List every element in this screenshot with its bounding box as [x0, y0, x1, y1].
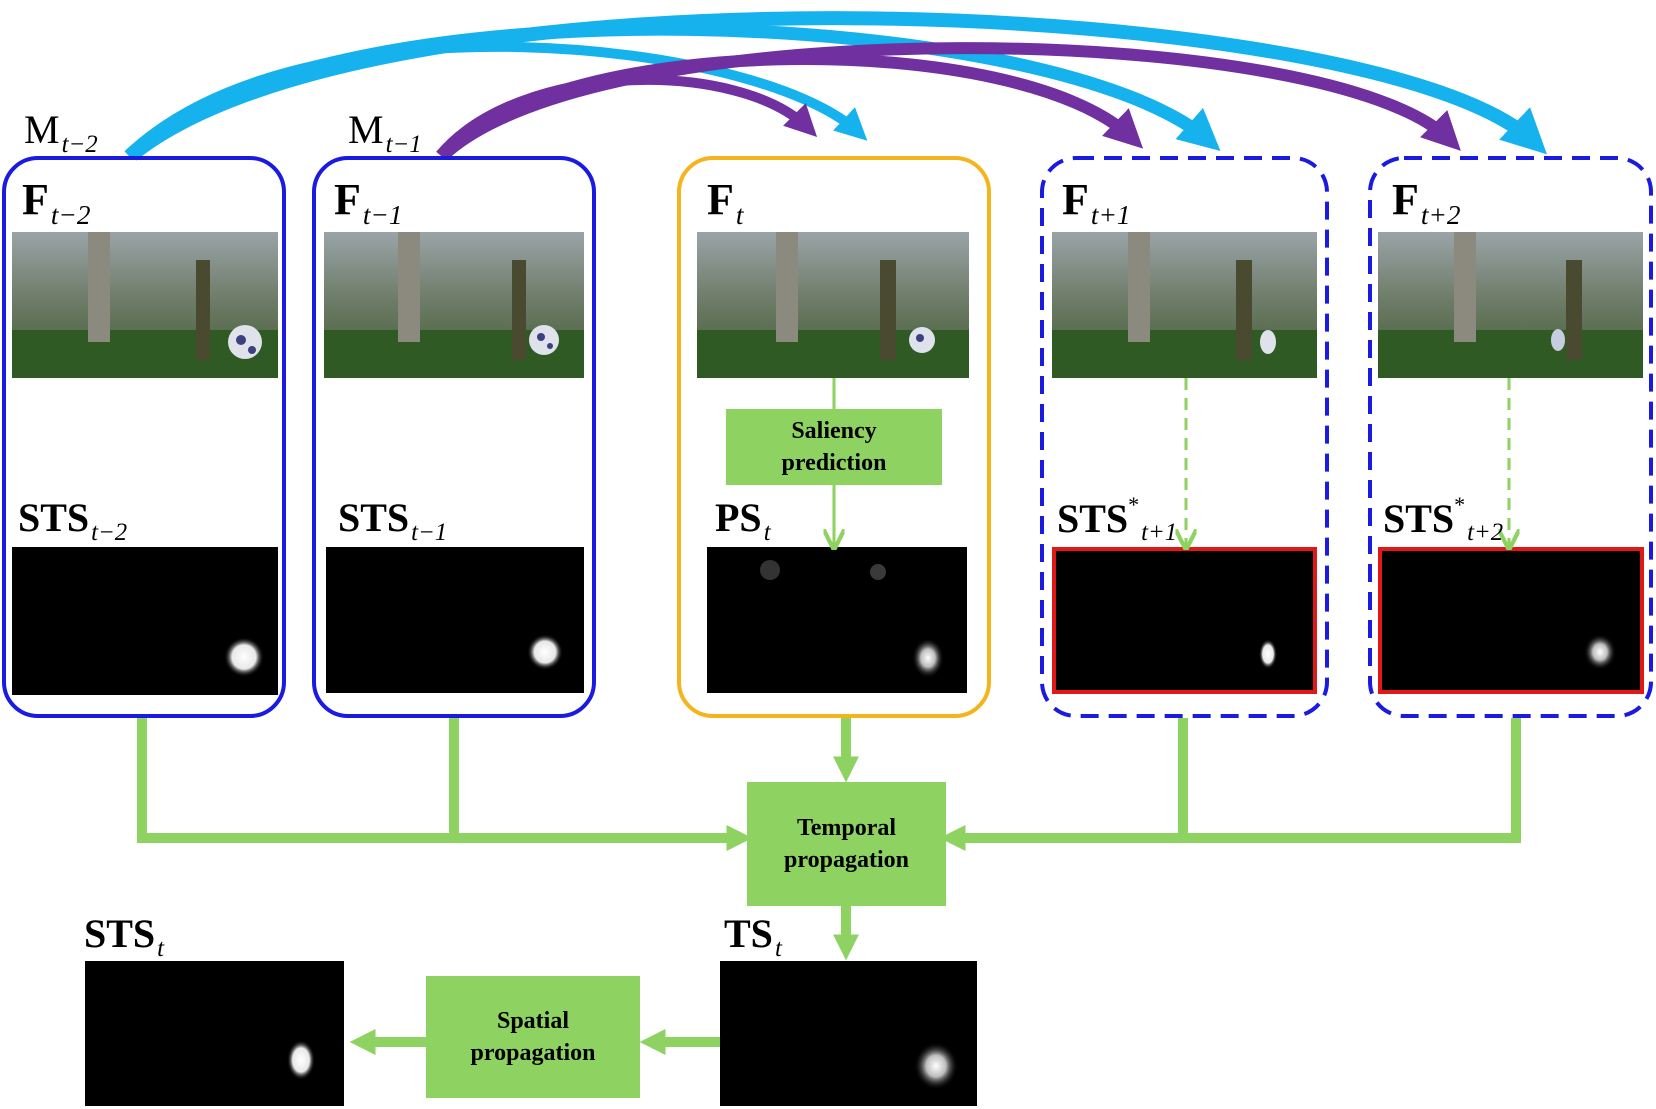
saliency-map-sts-t-plus-1	[1052, 547, 1317, 694]
flow-arrows	[137, 378, 1521, 1055]
saliency-map-ps-t	[707, 547, 967, 693]
label-f-t-plus-1-sub: t+1	[1090, 199, 1131, 230]
label-sts-t-plus-1: STS*t+1	[1057, 494, 1177, 546]
frame-photo-t-minus-1	[324, 232, 584, 378]
spatial-propagation-line2: propagation	[470, 1040, 596, 1066]
label-m-t-minus-1-base: M	[348, 107, 384, 152]
label-sts-t-plus-2-sup: *	[1454, 492, 1466, 517]
label-f-t-sub: t	[735, 199, 744, 230]
label-f-t-minus-1: Ft−1	[334, 178, 403, 229]
label-m-t-minus-2-base: M	[24, 107, 60, 152]
label-f-t-minus-1-base: F	[334, 175, 361, 224]
saliency-map-ts-t	[720, 961, 977, 1106]
frame-photo-t-plus-1	[1052, 232, 1317, 378]
frame-box-t-plus-2	[1368, 156, 1653, 718]
label-f-t-minus-2: Ft−2	[22, 178, 91, 229]
label-sts-t-plus-2-base: STS	[1383, 495, 1455, 541]
frame-box-t	[677, 156, 991, 718]
saliency-map-sts-t-minus-1	[326, 547, 584, 693]
saliency-prediction-box: Saliency prediction	[726, 409, 942, 485]
frame-photo-t	[697, 232, 969, 378]
saliency-prediction-line2: prediction	[781, 450, 887, 476]
saliency-map-sts-t	[85, 961, 344, 1106]
label-sts-t-plus-1-sub: t+1	[1141, 519, 1178, 547]
frame-photo-t-plus-2	[1378, 232, 1643, 378]
label-ps-t: PSt	[715, 498, 771, 545]
label-sts-t-minus-2-sub: t−2	[91, 518, 128, 546]
label-f-t-plus-2-sub: t+2	[1420, 199, 1461, 230]
label-f-t-plus-1-base: F	[1062, 175, 1089, 224]
temporal-propagation-box: Temporal propagation	[747, 782, 946, 906]
label-sts-t: STSt	[84, 914, 164, 961]
label-m-t-minus-1: Mt−1	[348, 110, 422, 157]
label-ts-t-base: TS	[724, 911, 773, 956]
label-f-t-base: F	[707, 175, 734, 224]
label-m-t-minus-1-sub: t−1	[385, 130, 422, 158]
label-sts-t-plus-2-sub: t+2	[1467, 519, 1504, 547]
motion-arrow-cyan-to-f-tp2	[127, 11, 1548, 161]
label-sts-t-minus-2: STSt−2	[18, 498, 127, 545]
label-f-t: Ft	[707, 178, 743, 229]
label-sts-t-minus-1: STSt−1	[338, 498, 447, 545]
flow-left-collector	[137, 718, 753, 851]
motion-arrow-purple-to-f-tp2	[439, 42, 1461, 160]
label-f-t-plus-2: Ft+2	[1392, 178, 1461, 229]
temporal-propagation-line1: Temporal	[796, 815, 897, 841]
label-f-t-minus-1-sub: t−1	[362, 199, 403, 230]
temporal-propagation-line2: propagation	[784, 847, 909, 873]
label-ps-t-sub: t	[763, 518, 771, 546]
spatial-propagation-box: Spatial propagation	[426, 976, 640, 1098]
label-sts-t-base: STS	[84, 911, 156, 956]
label-sts-t-plus-2: STS*t+2	[1383, 494, 1503, 546]
frame-box-t-minus-2	[2, 156, 286, 718]
label-sts-t-minus-2-base: STS	[18, 495, 90, 540]
label-ts-t-sub: t	[774, 934, 782, 962]
label-m-t-minus-2: Mt−2	[24, 110, 98, 157]
frame-photo-t-minus-2	[12, 232, 278, 378]
label-ts-t: TSt	[724, 914, 782, 961]
saliency-map-sts-t-plus-2	[1378, 547, 1644, 694]
label-sts-t-sub: t	[157, 934, 165, 962]
spatial-propagation-line1: Spatial	[496, 1008, 570, 1034]
saliency-prediction-line1: Saliency	[791, 418, 877, 444]
motion-arrows	[124, 11, 1548, 161]
label-sts-t-plus-1-base: STS	[1057, 495, 1129, 541]
label-m-t-minus-2-sub: t−2	[61, 130, 98, 158]
frame-box-t-plus-1	[1040, 156, 1329, 718]
label-ps-t-base: PS	[715, 495, 762, 540]
frame-box-t-minus-1	[312, 156, 596, 718]
label-f-t-plus-2-base: F	[1392, 175, 1419, 224]
label-sts-t-minus-1-sub: t−1	[411, 518, 448, 546]
saliency-map-sts-t-minus-2	[12, 547, 278, 695]
label-f-t-minus-2-base: F	[22, 175, 49, 224]
label-sts-t-minus-1-base: STS	[338, 495, 410, 540]
flow-right-collector	[939, 718, 1521, 851]
label-sts-t-plus-1-sup: *	[1128, 492, 1140, 517]
label-f-t-plus-1: Ft+1	[1062, 178, 1131, 229]
label-f-t-minus-2-sub: t−2	[50, 199, 91, 230]
